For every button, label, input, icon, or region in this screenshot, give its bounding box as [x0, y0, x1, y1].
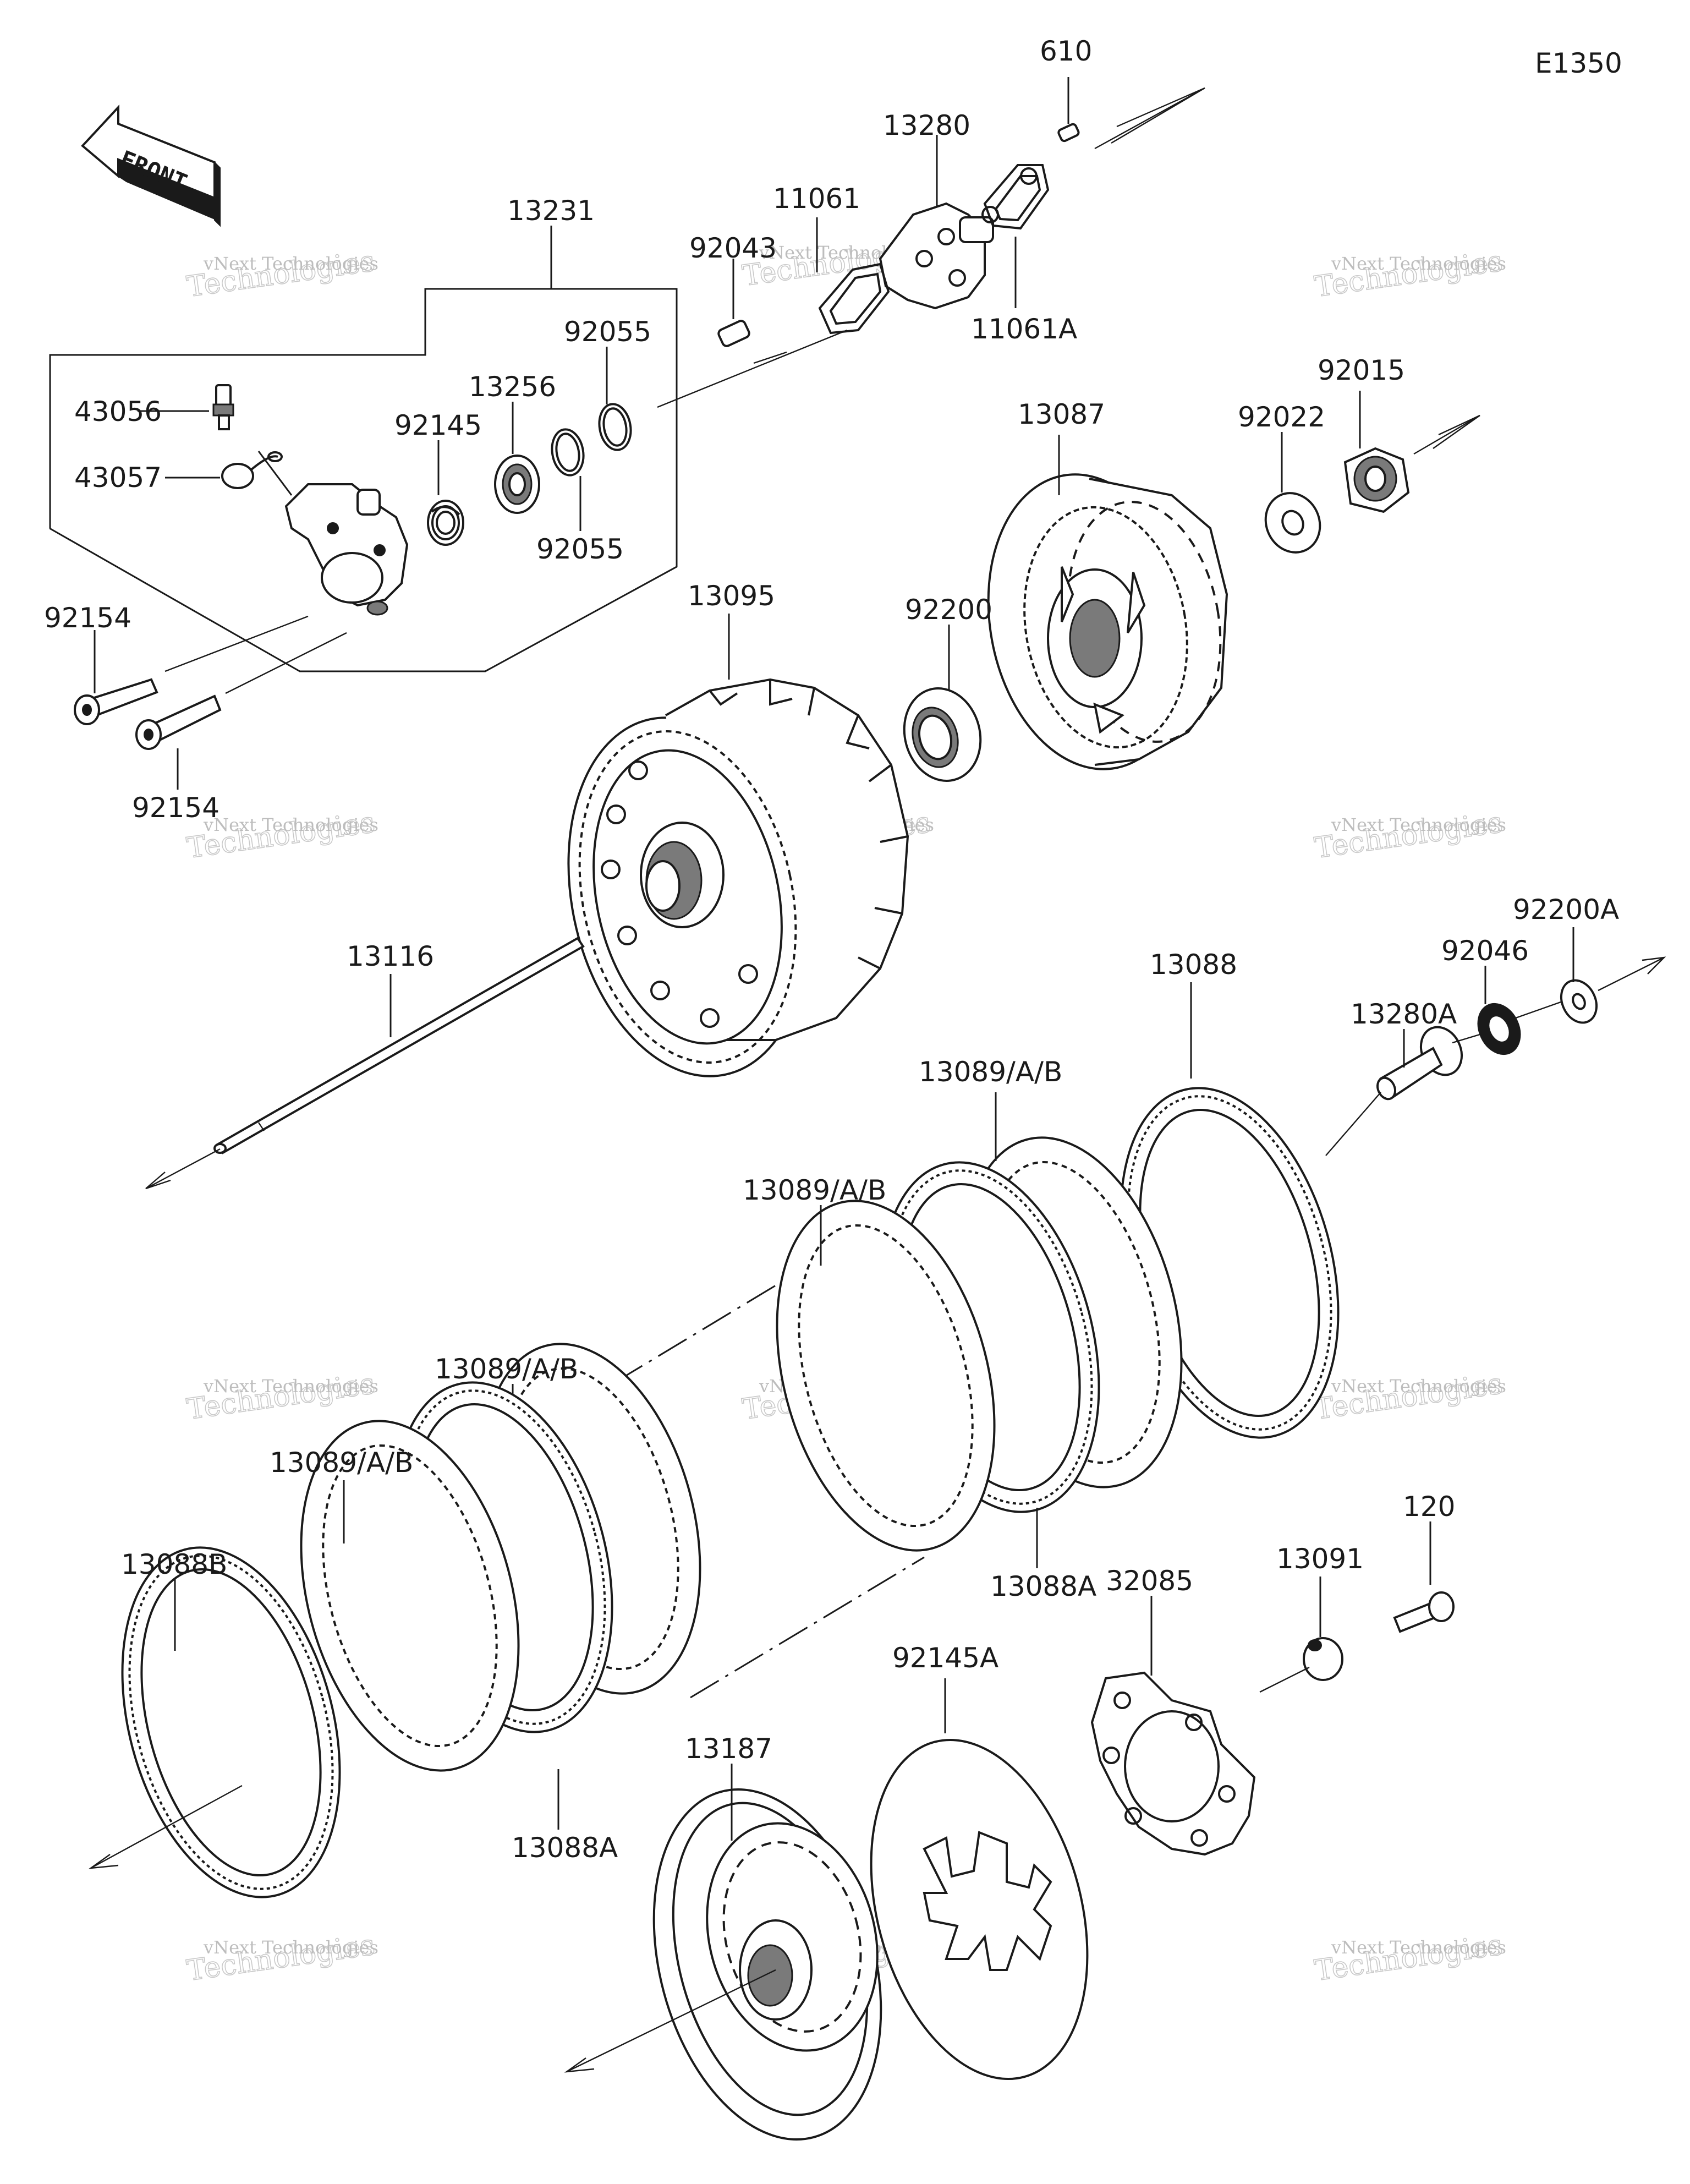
svg-text:vNext Technologies: vNext Technologies — [203, 1376, 378, 1397]
label-13095: 13095 — [688, 580, 775, 612]
label-13280: 13280 — [883, 110, 970, 141]
friction-plate-13088B — [121, 1546, 341, 1898]
washer-92200 — [903, 687, 982, 782]
pin-92043 — [717, 320, 750, 347]
label-13116: 13116 — [347, 940, 434, 972]
svg-text:vNext Technologies: vNext Technologies — [203, 1937, 378, 1958]
svg-text:vNext Technologies: vNext Technologies — [1331, 253, 1506, 274]
label-11061: 11061 — [773, 183, 860, 215]
label-32085: 32085 — [1106, 1565, 1193, 1597]
label-13089-lower: 13089/A/B — [435, 1353, 578, 1385]
label-92015: 92015 — [1318, 354, 1405, 386]
label-13280A: 13280A — [1351, 998, 1457, 1030]
label-13088B: 13088B — [121, 1548, 227, 1580]
spring-plate-92145A — [870, 1738, 1089, 2081]
svg-text:vNext Technologies: vNext Technologies — [203, 253, 378, 274]
front-arrow-icon: FRONT — [81, 104, 221, 227]
clutch-housing-13095 — [567, 678, 909, 1077]
nut-13091 — [1303, 1637, 1343, 1681]
label-13091: 13091 — [1276, 1543, 1364, 1575]
label-43056: 43056 — [74, 396, 162, 428]
label-13089-bottom: 13089/A/B — [270, 1447, 413, 1479]
label-92043: 92043 — [689, 232, 777, 264]
label-92055-lower: 92055 — [536, 533, 624, 565]
pin-610 — [1057, 123, 1080, 143]
screw-120 — [1393, 1591, 1455, 1633]
label-13187: 13187 — [685, 1733, 772, 1765]
svg-text:vNext Technologies: vNext Technologies — [203, 814, 378, 835]
label-610: 610 — [1040, 35, 1092, 67]
slave-cylinder-body — [284, 483, 409, 616]
label-92200: 92200 — [905, 594, 992, 626]
bleed-screw-43056 — [212, 384, 234, 430]
svg-text:vNext Technologies: vNext Technologies — [1331, 1937, 1506, 1958]
washer-92200A — [1560, 979, 1598, 1024]
label-120: 120 — [1403, 1491, 1455, 1523]
push-rod-13116 — [213, 937, 585, 1154]
label-92022: 92022 — [1238, 401, 1325, 433]
label-92154-lower: 92154 — [132, 792, 220, 824]
label-92145: 92145 — [394, 409, 482, 441]
bearing-92046 — [1477, 1003, 1521, 1055]
label-11061A: 11061A — [971, 313, 1077, 345]
cap-43057 — [221, 451, 283, 489]
label-13089-upper: 13089/A/B — [919, 1056, 1062, 1088]
svg-text:vNext Technologies: vNext Technologies — [1331, 814, 1506, 835]
lifter-plate-32085 — [1090, 1671, 1256, 1856]
diagram-code: E1350 — [1535, 47, 1622, 79]
nut-92015 — [1343, 447, 1410, 513]
pressure-plate-13187 — [652, 1788, 882, 2141]
label-92046: 92046 — [1441, 935, 1529, 967]
bolt-92154-upper — [74, 678, 158, 725]
label-13256: 13256 — [469, 371, 556, 403]
label-13087: 13087 — [1018, 398, 1105, 430]
label-13089-mid: 13089/A/B — [743, 1174, 886, 1206]
spring-92145 — [427, 500, 464, 546]
bolt-92154-lower — [135, 694, 222, 750]
release-cover-13280 — [879, 202, 994, 310]
label-13088A-lower: 13088A — [512, 1832, 618, 1864]
washer-92022 — [1264, 492, 1321, 554]
gasket-11061A — [981, 164, 1050, 230]
label-92154-upper: 92154 — [44, 602, 131, 634]
gasket-11061 — [818, 262, 890, 335]
bearing-13256 — [494, 455, 540, 514]
svg-text:vNext Technologies: vNext Technologies — [1331, 1376, 1506, 1397]
steel-plate-13089-lower-left — [300, 1420, 520, 1772]
clutch-hub-13087 — [987, 473, 1228, 770]
label-92055-upper: 92055 — [564, 316, 651, 348]
pusher-13280A — [1376, 1026, 1463, 1101]
label-92145A: 92145A — [892, 1642, 998, 1674]
label-92200A: 92200A — [1513, 894, 1619, 926]
label-13231: 13231 — [507, 195, 595, 227]
label-43057: 43057 — [74, 462, 162, 494]
label-13088: 13088 — [1150, 949, 1237, 981]
label-13088A-upper: 13088A — [990, 1570, 1096, 1602]
friction-plate-13088 — [1120, 1087, 1340, 1439]
steel-plate-13089-upper-left — [776, 1200, 996, 1552]
